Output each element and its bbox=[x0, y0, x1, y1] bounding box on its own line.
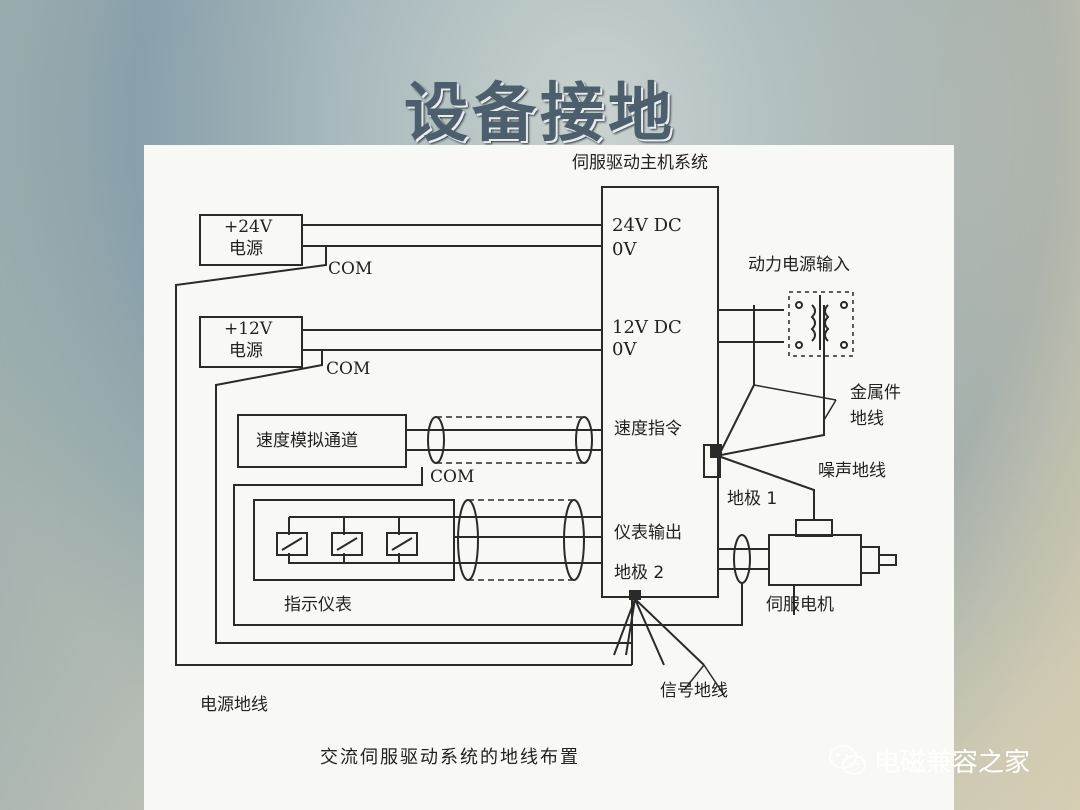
wire-meter-2 bbox=[288, 553, 602, 564]
wiring-diagram bbox=[175, 186, 897, 696]
motor-ground-wire bbox=[632, 583, 743, 626]
speed-channel-box bbox=[237, 414, 407, 468]
psu-24v-box bbox=[199, 214, 303, 266]
meter-3 bbox=[386, 532, 418, 556]
pin-meter-out: 仪表输出 bbox=[614, 523, 682, 543]
power-ground-label: 电源地线 bbox=[200, 695, 268, 715]
indicator-meters-label: 指示仪表 bbox=[284, 595, 352, 615]
noise-ground-wire bbox=[720, 456, 815, 520]
pin-0v-1: 0V bbox=[612, 239, 637, 260]
psu-12v-sub: 电源 bbox=[229, 341, 263, 361]
host-box bbox=[601, 186, 719, 598]
metal-ground-label-2: 地线 bbox=[850, 409, 884, 429]
power-ground-2 bbox=[215, 350, 632, 644]
ground-2-node bbox=[629, 590, 641, 600]
servo-motor-label: 伺服电机 bbox=[766, 595, 834, 615]
slide-title: 设备接地 bbox=[404, 76, 676, 151]
shield-speed-end2 bbox=[575, 416, 593, 464]
host-system-label: 伺服驱动主机系统 bbox=[572, 153, 708, 173]
diagram-caption: 交流伺服驱动系统的地线布置 bbox=[320, 747, 580, 768]
metal-ground-label-1: 金属件 bbox=[850, 383, 901, 403]
meter-group-box bbox=[253, 499, 455, 581]
pin-ground-2: 地极 2 bbox=[614, 563, 665, 583]
wechat-icon bbox=[829, 744, 866, 775]
com-label-2: COM bbox=[326, 359, 371, 379]
shield-speed bbox=[436, 416, 584, 464]
com-label-3: COM bbox=[430, 467, 475, 487]
servo-motor-box bbox=[768, 534, 862, 586]
speed-channel-label: 速度模拟通道 bbox=[256, 431, 358, 451]
psu-24v-label: +24V bbox=[224, 217, 273, 237]
diagram-panel: 伺服驱动主机系统 +24V 电源 +12V 电源 COM COM COM 24V… bbox=[144, 145, 954, 810]
pin-speed-cmd: 速度指令 bbox=[614, 419, 682, 439]
psu-12v-box bbox=[199, 316, 303, 368]
psu-24v-sub: 电源 bbox=[229, 239, 263, 259]
pin-24v-dc: 24V DC bbox=[612, 215, 682, 236]
psu-12v-label: +12V bbox=[224, 319, 273, 339]
power-ground-3 bbox=[233, 467, 632, 626]
pin-0v-2: 0V bbox=[612, 339, 637, 360]
signal-ground-label: 信号地线 bbox=[660, 681, 728, 701]
metal-ground-wire bbox=[720, 305, 755, 452]
ground-1-label: 地极 1 bbox=[727, 489, 778, 509]
meter-2 bbox=[331, 532, 363, 556]
meter-1 bbox=[276, 532, 308, 556]
power-input-label: 动力电源输入 bbox=[748, 255, 850, 275]
noise-ground-label: 噪声地线 bbox=[818, 461, 886, 481]
transformer-box bbox=[788, 291, 854, 357]
shield-meter bbox=[468, 499, 574, 581]
shield-speed-end bbox=[427, 416, 445, 464]
watermark-text: 电磁兼容之家 bbox=[874, 748, 1031, 778]
pin-12v-dc: 12V DC bbox=[612, 317, 682, 338]
watermark: 电磁兼容之家 bbox=[828, 742, 1030, 779]
com-label-1: COM bbox=[328, 259, 373, 279]
power-ground-1 bbox=[175, 246, 632, 666]
